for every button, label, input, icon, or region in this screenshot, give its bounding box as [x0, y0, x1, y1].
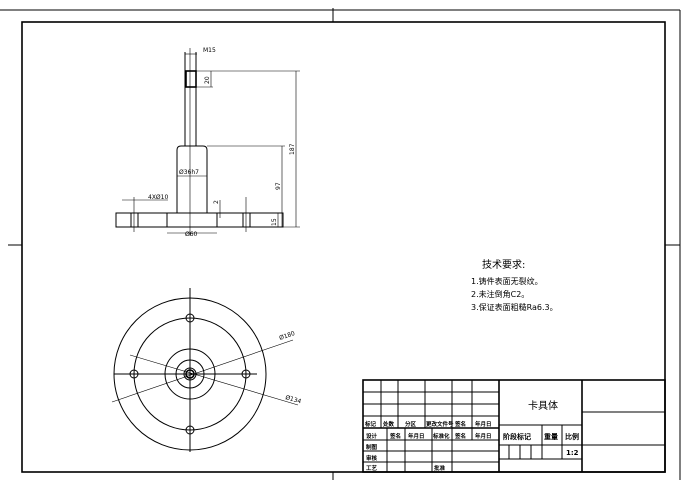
lbl-process: 工艺 [366, 464, 378, 472]
tech-title: 技术要求: [482, 258, 525, 271]
lbl-design: 设计 [366, 432, 378, 440]
dim-body-diameter: Ø36h7 [179, 169, 199, 176]
hdr-change-doc: 更改文件号 [426, 420, 454, 428]
lbl-date2: 年月日 [475, 432, 492, 440]
lbl-date: 年月日 [408, 432, 425, 440]
lbl-standard: 标准化 [432, 432, 450, 440]
top-view: Ø180 Ø134 [111, 288, 302, 452]
lbl-approve: 批准 [434, 464, 446, 472]
scale-value: 1:2 [566, 449, 579, 457]
dim-chamfer: 2 [213, 200, 220, 204]
tech-item-1: 1.铸件表面无裂纹。 [471, 276, 543, 286]
hdr-sign: 签名 [454, 420, 466, 428]
lbl-review: 审核 [366, 454, 378, 462]
dim-total-height: 187 [289, 143, 296, 155]
tech-requirements: 技术要求: 1.铸件表面无裂纹。 2.未注倒角C2。 3.保证表面粗糙Ra6.3… [471, 258, 558, 312]
front-view: M15 20 187 97 Ø36h7 4XØ10 Ø60 2 15 [115, 47, 300, 238]
lbl-ratio: 比例 [565, 432, 579, 441]
dim-holes: 4XØ10 [148, 194, 168, 201]
dim-outer: Ø134 [284, 394, 302, 405]
lbl-drawing: 制图 [366, 443, 378, 451]
hdr-zone: 分区 [405, 420, 417, 428]
tech-item-3: 3.保证表面粗糙Ra6.3。 [471, 302, 558, 312]
part-name-text: 卡具体 [528, 399, 558, 412]
hdr-mark: 标记 [364, 420, 377, 428]
lbl-sign2: 签名 [454, 432, 466, 440]
dim-thread-length: 20 [204, 76, 211, 84]
title-block: 卡具体 标记 处数 分区 更改文件号 签名 年月日 设计 签名 年月日 标准化 … [362, 379, 666, 473]
dim-thread: M15 [203, 47, 216, 54]
dim-base-thickness: 15 [271, 218, 278, 226]
drawing-frame [0, 8, 681, 480]
lbl-sign: 签名 [389, 432, 401, 440]
dim-body-height: 97 [275, 182, 282, 190]
dim-boss-diameter: Ø60 [185, 231, 198, 238]
dim-pcd: Ø180 [278, 330, 296, 342]
hdr-date: 年月日 [475, 420, 492, 428]
lbl-stage-mark: 阶段标记 [503, 432, 531, 441]
lbl-weight: 重量 [544, 432, 558, 441]
tech-item-2: 2.未注倒角C2。 [471, 289, 529, 299]
hdr-count: 处数 [382, 420, 395, 428]
